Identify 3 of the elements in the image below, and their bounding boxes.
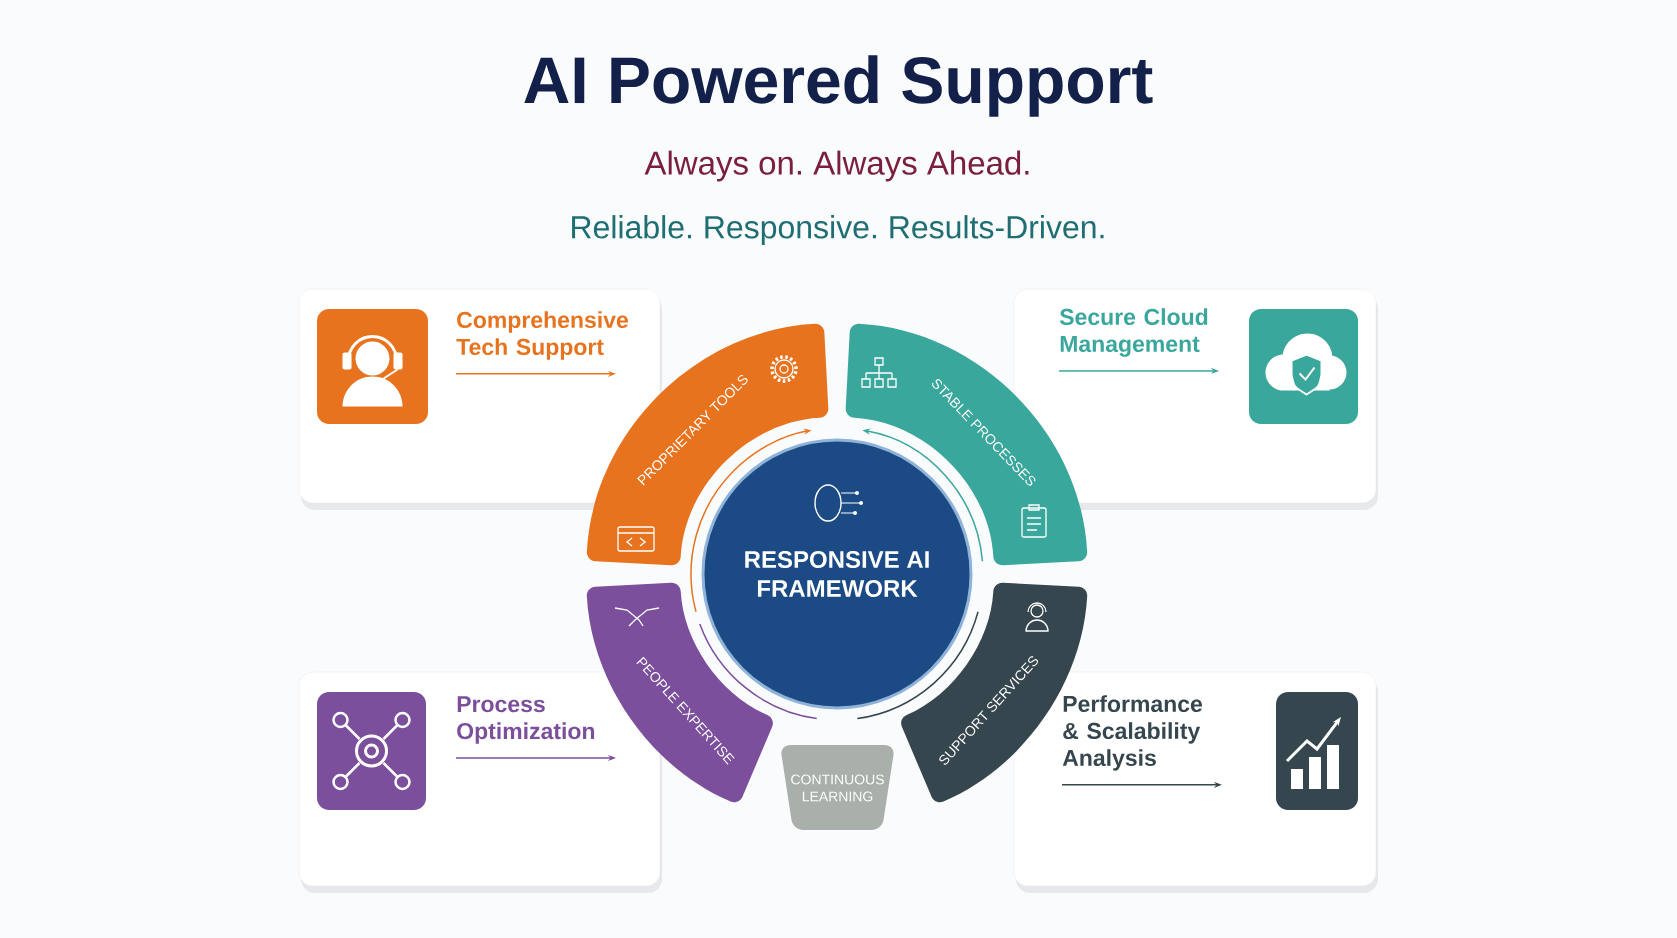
subtitle: Reliable. Responsive. Results-Driven. [572, 215, 1104, 245]
title: AI Powered Support [524, 55, 1153, 117]
subtitle: Always on. Always Ahead. [644, 150, 1029, 182]
